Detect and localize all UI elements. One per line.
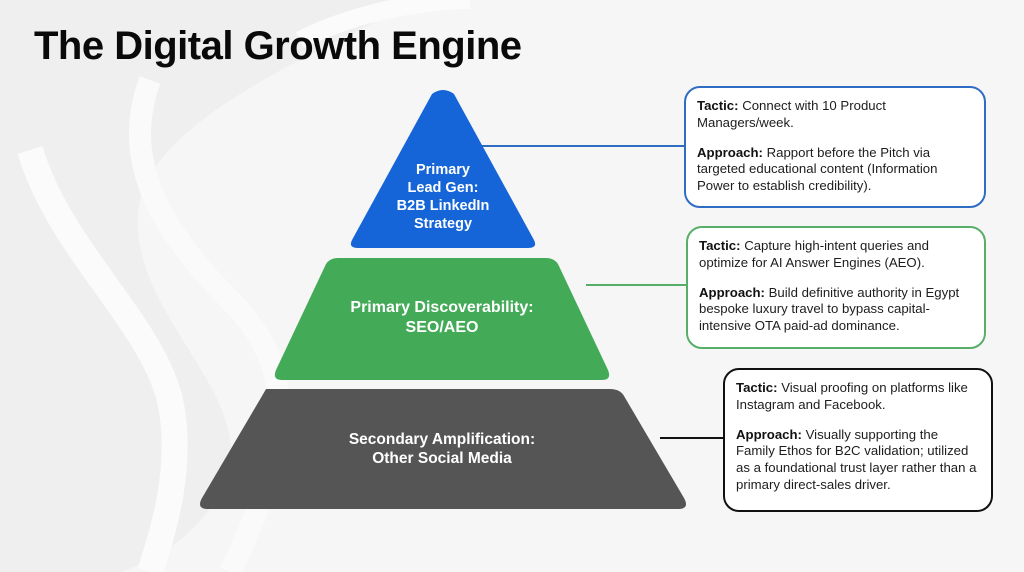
tier-bottom-shape <box>200 389 686 509</box>
tier-top-detail-card: Tactic: Connect with 10 Product Managers… <box>684 86 986 208</box>
approach-text: Approach: Rapport before the Pitch via t… <box>697 144 938 194</box>
tier-middle-shape <box>274 258 610 380</box>
tactic-text: Tactic: Visual proofing on platforms lik… <box>736 380 968 412</box>
tactic-text: Tactic: Connect with 10 Product Managers… <box>697 98 886 130</box>
tactic-text: Tactic: Capture high-intent queries and … <box>699 238 929 270</box>
page-title: The Digital Growth Engine <box>34 24 522 68</box>
tier-top-shape <box>350 90 536 248</box>
tier-middle-label: Primary Discoverability: SEO/AEO <box>350 299 534 336</box>
tier-bottom-label: Secondary Amplification: Other Social Me… <box>348 431 536 468</box>
approach-text: Approach: Build definitive authority in … <box>699 284 960 334</box>
tier-top-label: Primary Lead Gen: B2B LinkedIn Strategy <box>396 162 490 233</box>
tier-bottom-detail-card: Tactic: Visual proofing on platforms lik… <box>723 368 993 512</box>
approach-text: Approach: Visually supporting the Family… <box>736 426 977 492</box>
tier-middle-detail-card: Tactic: Capture high-intent queries and … <box>686 226 986 349</box>
